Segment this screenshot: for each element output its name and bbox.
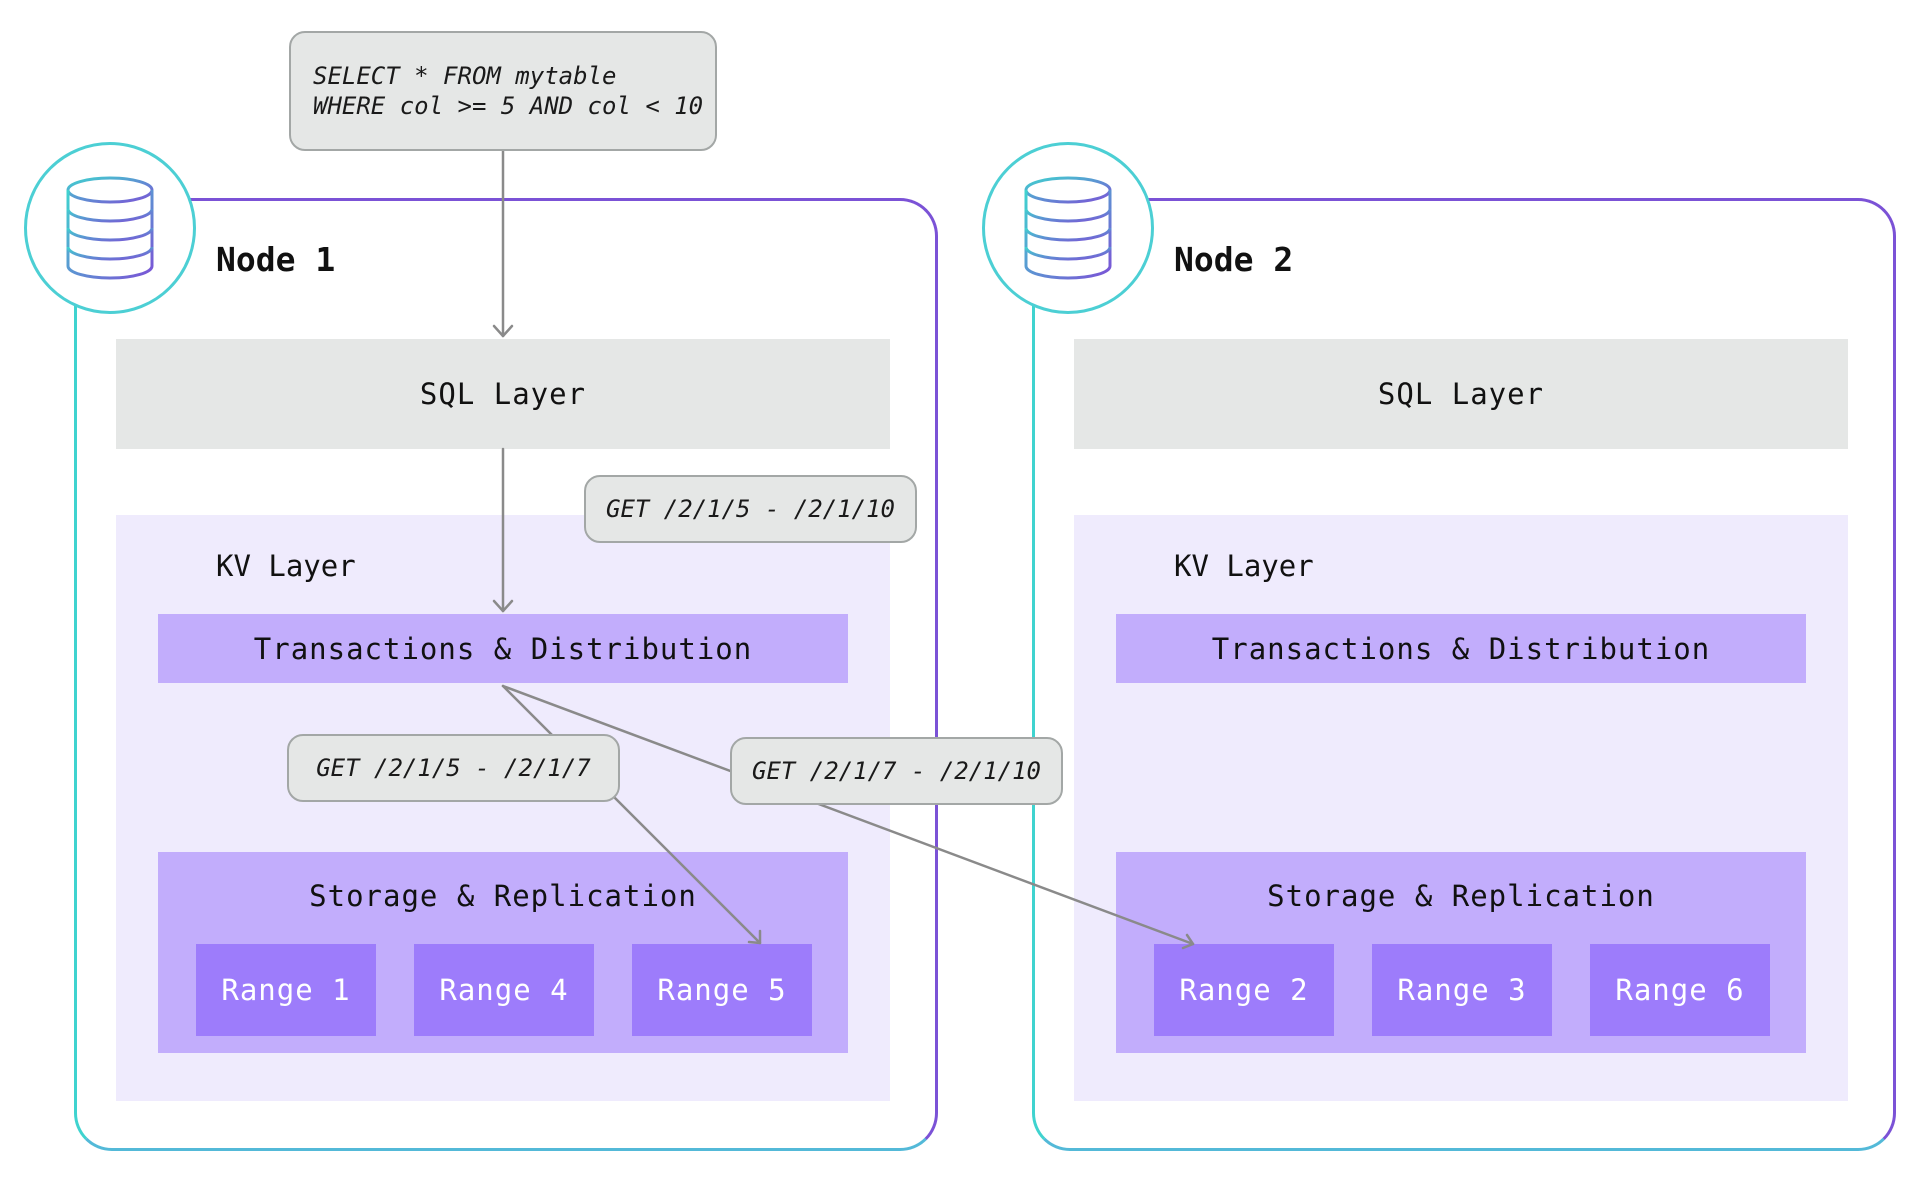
node-2-database-badge xyxy=(982,142,1154,314)
node-1-frame xyxy=(74,198,938,1151)
range-box: Range 4 xyxy=(414,944,594,1036)
arrowhead xyxy=(747,929,762,945)
get-request-label: GET /2/1/5 - /2/1/10 xyxy=(606,495,895,523)
arrowhead xyxy=(1181,933,1195,950)
arrowhead xyxy=(492,599,514,613)
transactions-label: Transactions & Distribution xyxy=(1211,631,1711,666)
range-label: Range 1 xyxy=(221,973,351,1007)
node-1-sql-layer: SQL Layer xyxy=(116,339,890,449)
node-1-kv-layer-label: KV Layer xyxy=(216,549,356,583)
transactions-label: Transactions & Distribution xyxy=(253,631,753,666)
range-label: Range 5 xyxy=(657,973,787,1007)
range-label: Range 4 xyxy=(439,973,569,1007)
range-box: Range 5 xyxy=(632,944,812,1036)
range-label: Range 3 xyxy=(1397,973,1527,1007)
arrow-to-range-2 xyxy=(501,684,1195,946)
node-2-storage-label: Storage & Replication xyxy=(1267,879,1655,913)
get-request-full: GET /2/1/5 - /2/1/10 xyxy=(584,475,917,543)
range-label: Range 6 xyxy=(1615,973,1745,1007)
range-box: Range 3 xyxy=(1372,944,1552,1036)
node-1-storage-label: Storage & Replication xyxy=(309,879,697,913)
range-label: Range 2 xyxy=(1179,973,1309,1007)
range-box: Range 1 xyxy=(196,944,376,1036)
get-request-node-2: GET /2/1/7 - /2/1/10 xyxy=(730,737,1063,805)
node-2-kv-layer-label: KV Layer xyxy=(1174,549,1314,583)
database-icon xyxy=(1024,176,1112,280)
node-1-transactions-distribution: Transactions & Distribution xyxy=(158,614,848,683)
node-2-title: Node 2 xyxy=(1174,240,1294,279)
node-2-transactions-distribution: Transactions & Distribution xyxy=(1116,614,1806,683)
sql-query-line-1: SELECT * FROM mytable xyxy=(313,62,617,90)
get-request-label: GET /2/1/5 - /2/1/7 xyxy=(316,754,591,782)
node-2-sql-layer: SQL Layer xyxy=(1074,339,1848,449)
get-request-label: GET /2/1/7 - /2/1/10 xyxy=(752,757,1041,785)
sql-layer-label: SQL Layer xyxy=(419,377,587,411)
sql-query-box: SELECT * FROM mytable WHERE col >= 5 AND… xyxy=(289,31,717,151)
arrow-to-range-5 xyxy=(501,684,762,945)
sql-query-line-2: WHERE col >= 5 AND col < 10 xyxy=(313,92,704,120)
node-1-database-badge xyxy=(24,142,196,314)
get-request-node-1: GET /2/1/5 - /2/1/7 xyxy=(287,734,620,802)
range-box: Range 2 xyxy=(1154,944,1334,1036)
database-icon xyxy=(66,176,154,280)
arrowhead xyxy=(492,324,514,338)
node-1-title: Node 1 xyxy=(216,240,336,279)
range-box: Range 6 xyxy=(1590,944,1770,1036)
node-2-frame xyxy=(1032,198,1896,1151)
sql-layer-label: SQL Layer xyxy=(1377,377,1545,411)
